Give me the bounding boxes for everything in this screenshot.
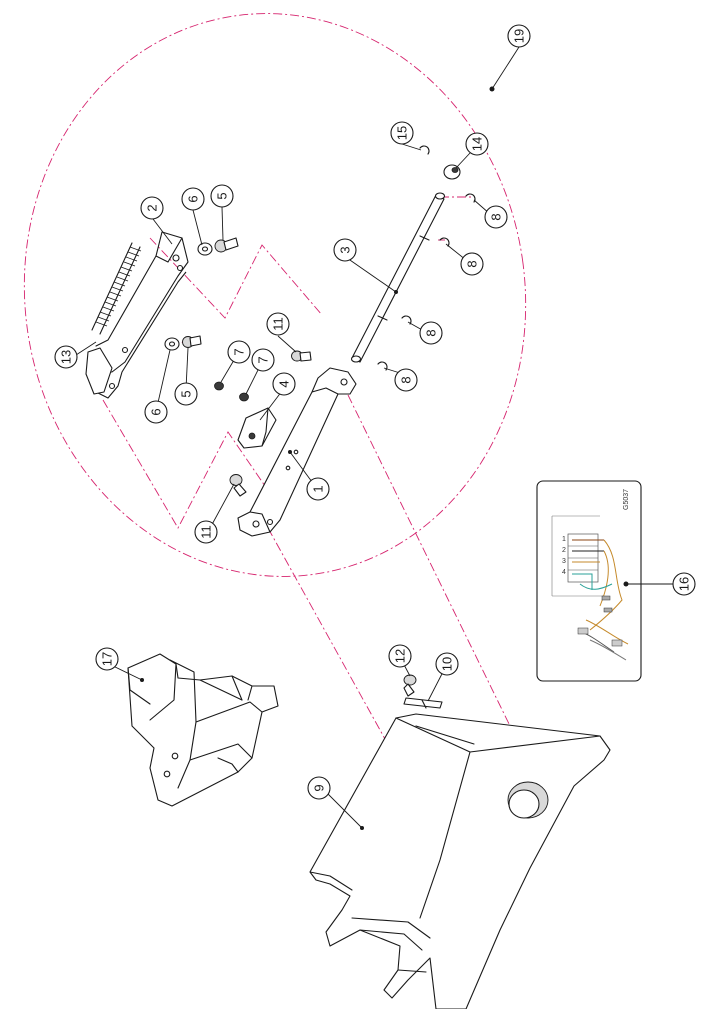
- inset-pin-1: 1: [562, 536, 566, 543]
- part-screw-5-lower: [182, 335, 202, 348]
- part-spring-13: [91, 242, 142, 335]
- callout-8-c: 8: [419, 321, 443, 345]
- inset-pin-3: 3: [562, 558, 566, 565]
- callout-4: 4: [272, 372, 296, 396]
- callout-3: 3: [333, 238, 357, 262]
- part-screw-11-upper: [291, 350, 312, 362]
- svg-text:11: 11: [199, 525, 214, 539]
- part-clip-10: [403, 697, 443, 709]
- part-screw-11-lower: [229, 474, 247, 497]
- leader-dot-19: [489, 86, 495, 92]
- assembly-boundary-ellipse: [23, 13, 527, 577]
- svg-text:2: 2: [145, 204, 160, 211]
- part-washer-6-upper: [197, 242, 213, 256]
- callout-8-a: 8: [484, 205, 508, 229]
- svg-text:8: 8: [424, 329, 439, 336]
- callout-16: 16: [672, 572, 696, 596]
- svg-text:17: 17: [100, 652, 115, 666]
- callout-13: 13: [54, 345, 78, 369]
- svg-text:14: 14: [470, 137, 485, 151]
- svg-text:6: 6: [149, 408, 164, 415]
- svg-text:9: 9: [312, 784, 327, 791]
- part-clip-15: [419, 145, 430, 155]
- part-housing-17: [127, 653, 279, 807]
- callout-6-upper: 6: [181, 187, 205, 211]
- part-shaft-3: [350, 192, 446, 363]
- callout-15: 15: [390, 121, 414, 145]
- svg-text:3: 3: [338, 246, 353, 253]
- part-screw-7-b: [239, 392, 249, 402]
- part-wiring-inset-16: G5037 1 2 3 4: [536, 480, 642, 682]
- svg-text:11: 11: [271, 317, 286, 331]
- callout-11-lower: 11: [194, 520, 218, 544]
- inset-pin-2: 2: [562, 547, 566, 554]
- part-clip-8-c: [401, 315, 412, 325]
- alignment-line-1: [267, 527, 391, 749]
- leader-dot-9: [360, 826, 364, 830]
- part-clip-8-a: [465, 193, 476, 203]
- callout-5-upper: 5: [210, 184, 234, 208]
- callout-8-d: 8: [394, 368, 418, 392]
- callout-7-a: 7: [227, 340, 251, 364]
- svg-text:6: 6: [186, 195, 201, 202]
- svg-text:1: 1: [311, 485, 326, 492]
- svg-text:8: 8: [465, 260, 480, 267]
- svg-text:7: 7: [232, 348, 247, 355]
- inset-terminal-block: [551, 515, 604, 597]
- inset-connectors: [577, 595, 623, 647]
- svg-text:15: 15: [395, 126, 410, 140]
- part-plate-4: [237, 407, 277, 449]
- callout-11-upper: 11: [266, 312, 290, 336]
- svg-text:7: 7: [256, 356, 271, 363]
- part-screw-7-a: [214, 381, 224, 391]
- callout-19: 19: [507, 24, 531, 48]
- part-washer-6-lower: [164, 337, 180, 351]
- svg-text:13: 13: [59, 350, 74, 364]
- callout-6-lower: 6: [144, 400, 168, 424]
- svg-text:5: 5: [179, 390, 194, 397]
- part-bracket-1: [237, 367, 357, 537]
- part-clip-8-b: [439, 237, 450, 247]
- svg-text:19: 19: [512, 29, 527, 43]
- inset-code: G5037: [623, 489, 630, 510]
- callout-7-b: 7: [251, 348, 275, 372]
- part-screw-12: [403, 674, 417, 697]
- leader-dot-17: [140, 678, 144, 682]
- zigzag-line-lower: [102, 399, 279, 529]
- svg-text:8: 8: [399, 376, 414, 383]
- callout-2: 2: [140, 196, 164, 220]
- part-knob-14: [443, 164, 461, 180]
- leader-dot-3: [394, 290, 398, 294]
- svg-text:5: 5: [215, 192, 230, 199]
- callout-1: 1: [306, 477, 330, 501]
- part-screw-5-upper: [214, 237, 239, 253]
- callout-10: 10: [435, 652, 459, 676]
- zigzag-line-upper: [149, 237, 323, 319]
- inset-pin-4: 4: [562, 569, 566, 576]
- part-cover-9: [309, 713, 611, 1009]
- svg-text:16: 16: [677, 577, 692, 591]
- leader-dot-16: [623, 581, 629, 587]
- alignment-line-2: [347, 394, 513, 731]
- callout-17: 17: [95, 647, 119, 671]
- callout-14: 14: [465, 132, 489, 156]
- leader-dot-1: [288, 450, 292, 454]
- callout-9: 9: [307, 776, 331, 800]
- svg-text:8: 8: [489, 213, 504, 220]
- callout-12: 12: [388, 644, 412, 668]
- svg-text:12: 12: [393, 649, 408, 663]
- spring-coils: [95, 246, 142, 327]
- inset-pin-labels: 1 2 3 4: [562, 536, 566, 576]
- callout-5-lower: 5: [174, 382, 198, 406]
- svg-text:4: 4: [277, 380, 292, 387]
- svg-text:10: 10: [440, 657, 455, 671]
- callout-8-b: 8: [460, 252, 484, 276]
- part-lever-bracket-2: [85, 231, 189, 399]
